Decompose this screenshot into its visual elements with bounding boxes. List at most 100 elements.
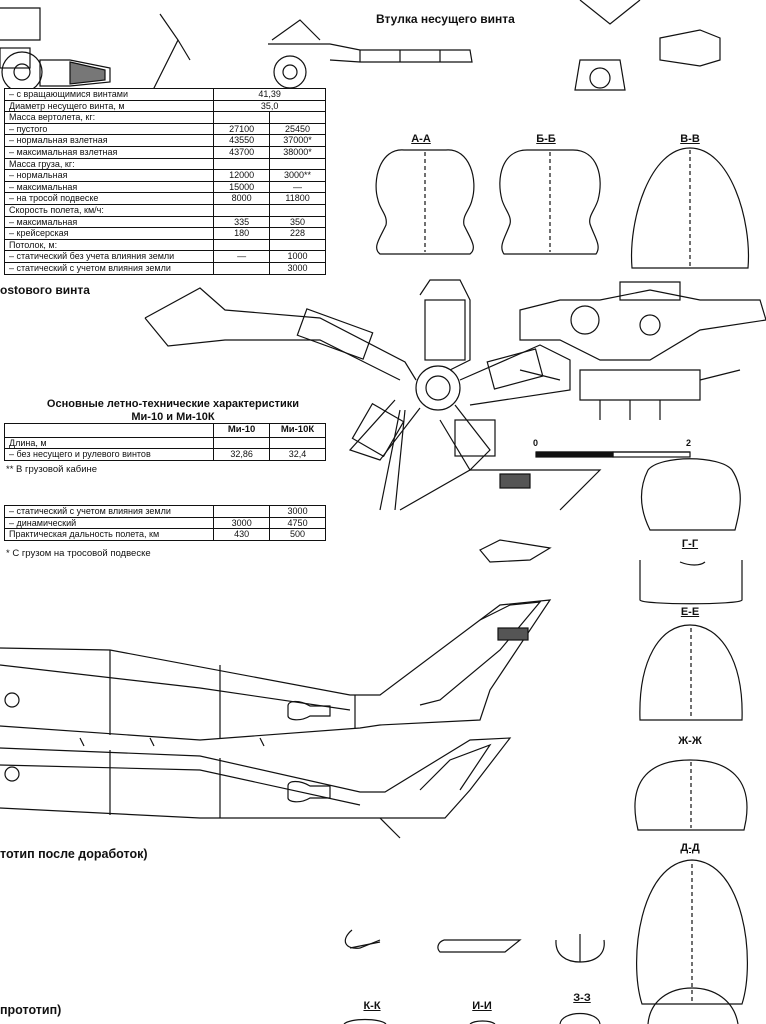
table-cell-value: 3000** [269, 169, 326, 182]
section-label-g-g: Г-Г [681, 538, 699, 550]
table-cell-value: 350 [269, 215, 326, 229]
table-cell-value: 32,4 [269, 448, 326, 461]
section-label-v-v: В-В [680, 133, 700, 145]
specs-title: Основные летно-технические характеристик… [46, 398, 300, 423]
table-cell-value [269, 238, 326, 252]
table-cell-value: 35,0 [213, 99, 326, 113]
table-cell-value: 15000 [213, 180, 271, 194]
table-cell-value: — [213, 250, 271, 263]
table-cell-label: Длина, м [3, 436, 215, 450]
table-cell-value [269, 436, 326, 450]
table-cell-value: 335 [213, 215, 271, 229]
table-cell-value: 3000 [269, 261, 326, 275]
section-label-z-z: З-З [573, 992, 591, 1004]
table-cell-label: Потолок, м: [3, 238, 215, 252]
table-cell-value: 25450 [269, 122, 326, 136]
table-cell-label: – статический с учетом влияния земли [3, 261, 215, 275]
table-row: Масса груза, кг: [3, 157, 326, 171]
table-cell-value: 37000* [269, 134, 326, 147]
table-row: – статический с учетом влияния земли 3000 [3, 261, 326, 275]
tail-boom-upper [0, 599, 552, 747]
table-cell-value: 430 [213, 528, 271, 541]
table-cell-label: – с вращающимися винтами [3, 88, 215, 101]
fuselage-fragment [399, 469, 602, 563]
table-cell-value: — [269, 180, 326, 194]
table-row: Потолок, м: [3, 238, 326, 252]
table-cell-value [213, 157, 271, 171]
table-cell-label: – максимальная [3, 215, 215, 229]
table-cell-value: 4750 [269, 516, 326, 530]
top-left-mechanism-drawing [0, 7, 191, 97]
table-cell-value [213, 203, 271, 217]
table-cell-label: – на тросой подвеске [3, 192, 215, 205]
table-header-mi10: Ми-10 [213, 423, 271, 438]
table-cell-value: 11800 [269, 192, 326, 205]
footnote-sling-load: * С грузом на тросовой подвеске [6, 548, 151, 559]
table-row: Скорость полета, км/ч: [3, 203, 326, 217]
table-cell-label: – динамический [3, 516, 215, 530]
table-cell-value: 500 [269, 528, 326, 541]
rotor-hub-title: Втулка несущего винта [376, 12, 515, 26]
table-cell-value [213, 111, 271, 124]
table-cell-value: 43550 [213, 134, 271, 147]
table-cell-value: 8000 [213, 192, 271, 205]
table-cell-label: – статический с учетом влияния земли [3, 505, 215, 518]
tail-boom-lower [0, 737, 512, 839]
table-header-empty [3, 423, 215, 438]
table-cell-value: 32,86 [213, 448, 271, 461]
table-cell-label: – нормальная взлетная [3, 134, 215, 147]
caption-prototype-modified: тотип после доработок) [0, 847, 148, 861]
spec-table-mid: Ми-10 Ми-10К Длина, м– без несущего и ру… [3, 423, 326, 461]
table-cell-value: 3000 [269, 505, 326, 518]
rotor-hub-top-drawing [268, 0, 721, 91]
scale-min-label: 0 [533, 438, 539, 448]
table-cell-label: – пустого [3, 122, 215, 136]
table-cell-value: 12000 [213, 169, 271, 182]
tail-rotor-hub-title: ostового винта [0, 283, 90, 297]
table-cell-label: Масса груза, кг: [3, 157, 215, 171]
table-cell-label: – статический без учета влияния земли [3, 250, 215, 263]
table-cell-value: 38000* [269, 145, 326, 159]
section-label-zh-zh: Ж-Ж [678, 735, 702, 747]
table-row: – статический с учетом влияния земли 3000 [3, 505, 326, 518]
table-cell-value [269, 111, 326, 124]
table-cell-value [269, 203, 326, 217]
section-label-b-b: Б-Б [536, 133, 556, 145]
table-cell-label: – максимальная взлетная [3, 145, 215, 159]
rotor-hub-assembly-drawing [144, 279, 766, 511]
scale-max-label: 2 [686, 438, 692, 448]
table-cell-label: – крейсерская [3, 227, 215, 240]
table-cell-value: 228 [269, 227, 326, 240]
table-cell-label: Практическая дальность полета, км [3, 528, 215, 541]
table-cell-label: Скорость полета, км/ч: [3, 203, 215, 217]
footnote-cargo-cabin: ** В грузовой кабине [6, 464, 98, 475]
section-profiles [343, 147, 750, 1024]
table-cell-value [213, 505, 271, 518]
table-cell-value: 3000 [213, 516, 271, 530]
table-row: – статический без учета влияния земли—10… [3, 250, 326, 263]
table-cell-value [213, 261, 271, 275]
section-label-e-e: Е-Е [680, 606, 700, 618]
caption-prototype: прототип) [0, 1003, 62, 1017]
section-label-k-k: К-К [363, 1000, 381, 1012]
table-cell-label: – максимальная [3, 180, 215, 194]
section-label-d-d: Д-Д [680, 842, 700, 854]
table-header-mi10k: Ми-10К [269, 423, 326, 438]
table-cell-value [213, 436, 271, 450]
table-cell-value [213, 238, 271, 252]
table-cell-label: Диаметр несущего винта, м [3, 99, 215, 113]
table-cell-value: 41,39 [213, 88, 326, 101]
